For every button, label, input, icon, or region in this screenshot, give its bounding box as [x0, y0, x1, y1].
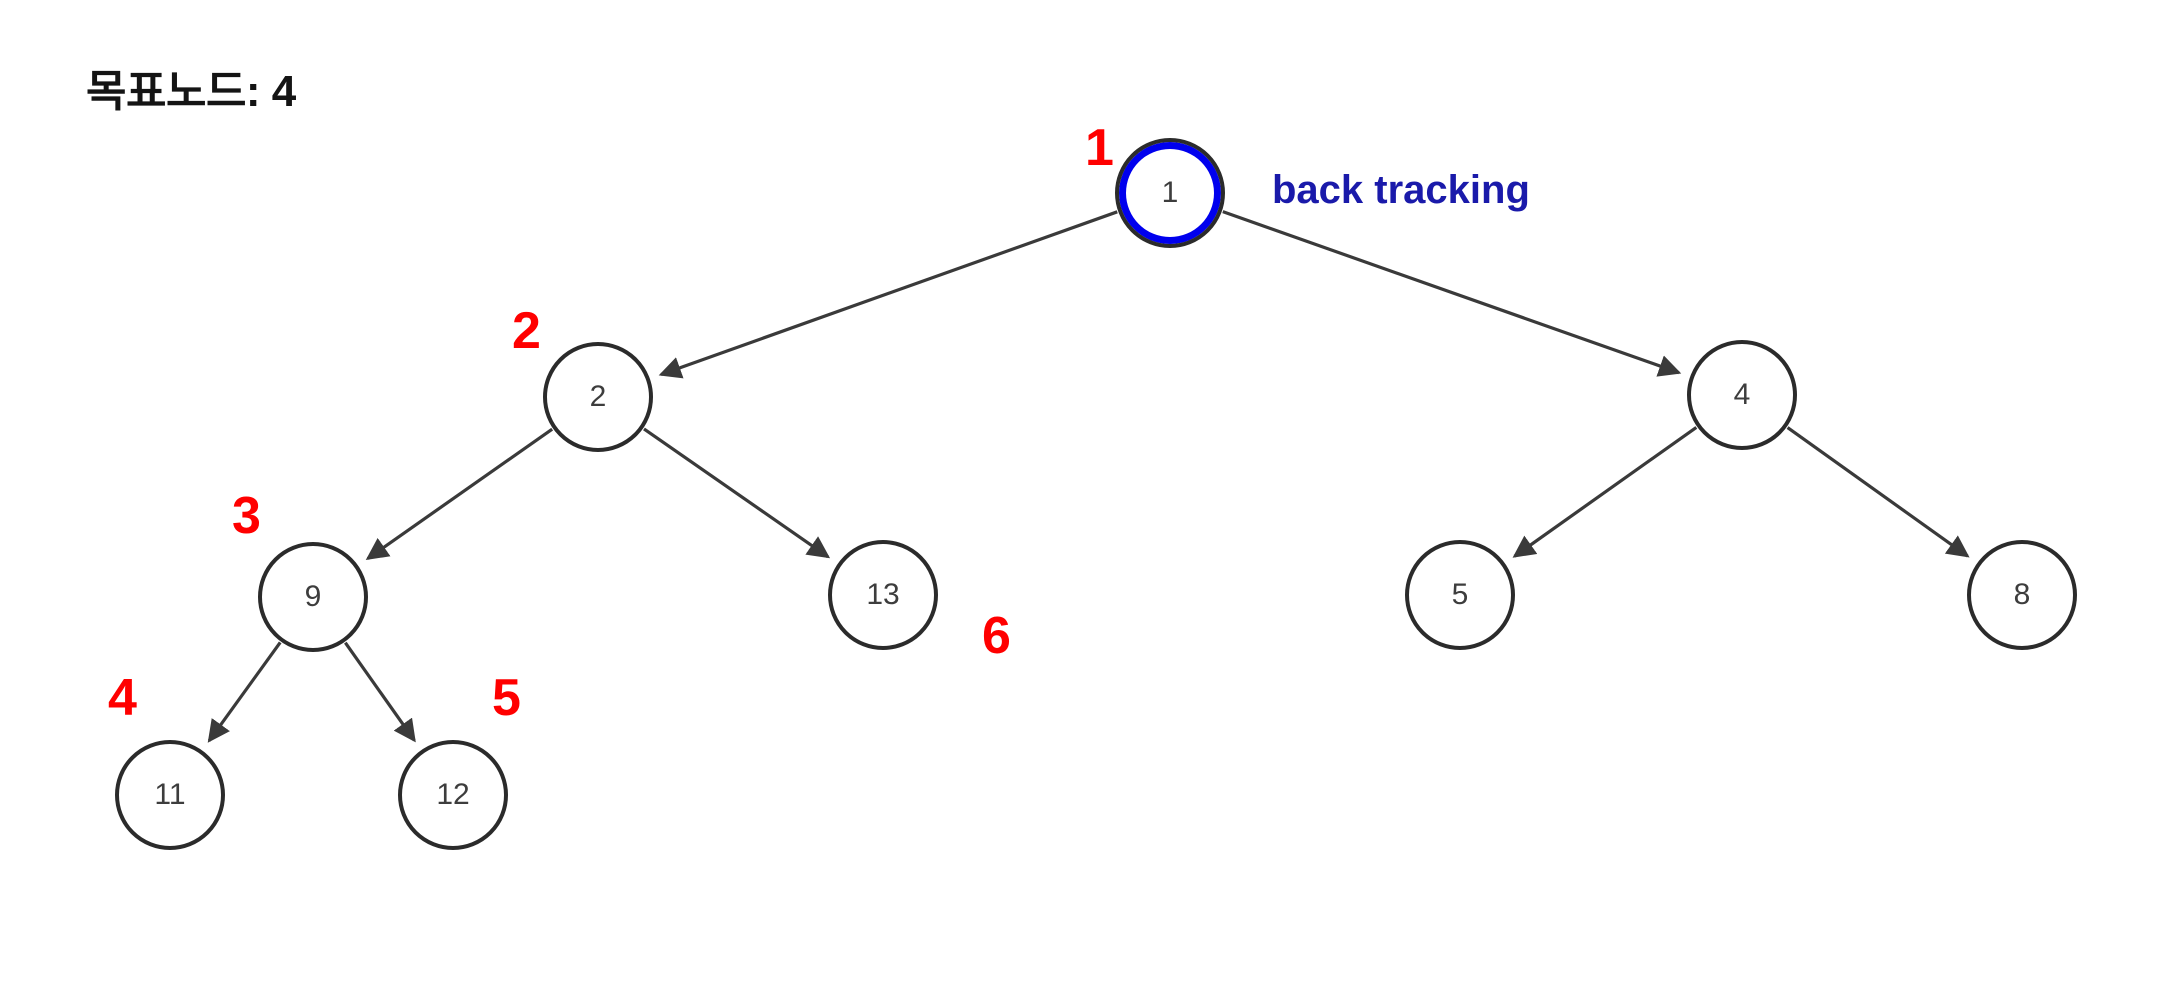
edge-1-to-2 — [658, 210, 1118, 379]
tree-node-1[interactable]: 1 — [1115, 138, 1225, 248]
visit-order-badge-5: 5 — [492, 669, 521, 727]
node-value-label: 13 — [866, 578, 900, 611]
node-value-label: 2 — [589, 380, 607, 413]
edge-4-to-5 — [1512, 426, 1698, 558]
node-value-label: 11 — [154, 778, 186, 811]
node-value-label: 8 — [2013, 578, 2031, 611]
node-value-label: 12 — [436, 778, 470, 811]
tree-node-2[interactable]: 2 — [543, 342, 653, 452]
back-tracking-annotation: back tracking — [1272, 168, 1530, 212]
node-value-label: 4 — [1733, 378, 1751, 411]
edge-9-to-12 — [344, 641, 416, 743]
tree-node-12[interactable]: 12 — [398, 740, 508, 850]
edge-4-to-8 — [1786, 426, 1970, 558]
tree-node-9[interactable]: 9 — [258, 542, 368, 652]
edge-2-to-9 — [365, 427, 554, 560]
visit-order-badge-3: 3 — [232, 487, 261, 545]
edge-1-to-4 — [1222, 210, 1682, 377]
tree-node-4[interactable]: 4 — [1687, 340, 1797, 450]
visit-order-badge-6: 6 — [982, 607, 1011, 665]
visit-order-badge-4: 4 — [108, 669, 137, 727]
tree-node-11[interactable]: 11 — [115, 740, 225, 850]
node-value-label: 9 — [304, 580, 322, 613]
visit-order-badge-2: 2 — [512, 302, 541, 360]
node-value-label: 1 — [1161, 176, 1179, 209]
tree-node-5[interactable]: 5 — [1405, 540, 1515, 650]
node-value-label: 5 — [1451, 578, 1469, 611]
page-title: 목표노드: 4 — [86, 67, 296, 116]
tree-node-8[interactable]: 8 — [1967, 540, 2077, 650]
edge-2-to-13 — [643, 427, 831, 559]
tree-node-13[interactable]: 13 — [828, 540, 938, 650]
visit-order-badge-1: 1 — [1085, 119, 1114, 177]
edge-9-to-11 — [207, 641, 282, 743]
